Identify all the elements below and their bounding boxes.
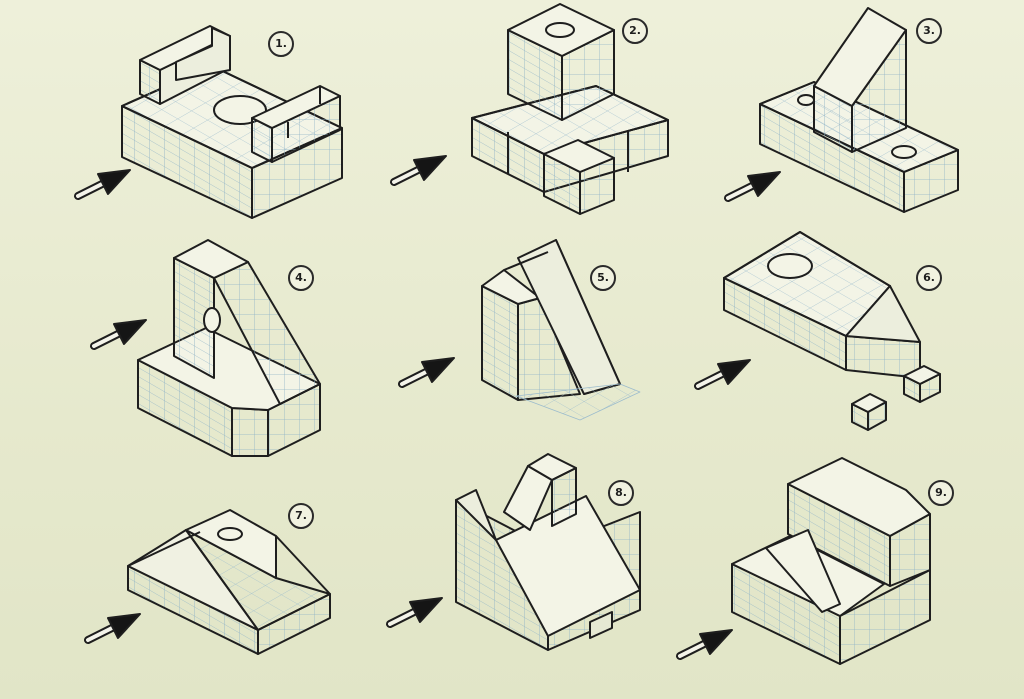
figure-number-badge: 9. [928,480,954,506]
view-direction-arrow-icon [402,358,454,384]
view-direction-arrow-icon [680,630,732,656]
figure-number-badge: 5. [590,265,616,291]
view-direction-arrow-icon [390,598,442,624]
figure-number-badge: 3. [916,18,942,44]
figure-3-drawing [759,7,959,213]
figure-number-badge: 6. [916,265,942,291]
figure-1-drawing [121,25,343,219]
figure-number-badge: 1. [268,31,294,57]
figure-6-drawing [723,231,941,431]
view-direction-arrow-icon [728,172,780,198]
figure-number-badge: 4. [288,265,314,291]
figure-number-badge: 8. [608,480,634,506]
view-direction-arrow-icon [394,156,446,182]
figure-number-badge: 2. [622,18,648,44]
figure-2-drawing [471,3,669,215]
view-direction-arrow-icon [78,170,130,196]
figure-9-drawing [731,457,931,665]
view-direction-arrow-icon [88,614,140,640]
figure-7-drawing [127,509,331,655]
view-direction-arrow-icon [698,360,750,386]
view-direction-arrow-icon [94,320,146,346]
figure-8-drawing [455,453,641,651]
figure-4-drawing [137,239,321,457]
figure-number-badge: 7. [288,503,314,529]
figure-5-drawing [481,239,641,421]
